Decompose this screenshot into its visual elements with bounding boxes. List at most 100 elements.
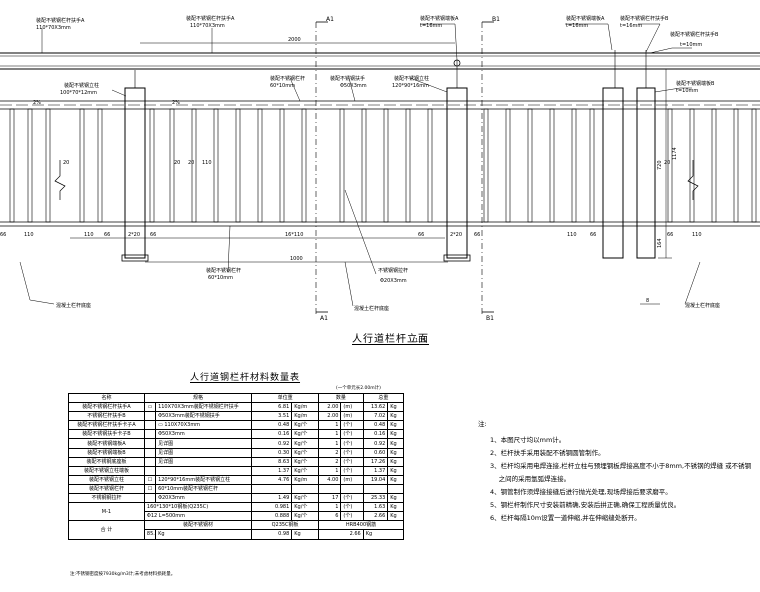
row-total-unit: Kg <box>387 438 404 449</box>
baluster <box>361 108 367 223</box>
mid-handrail <box>0 100 760 110</box>
note-item: 3、栏杆均采用电焊连接,栏杆立柱与预埋钢板焊接高度不小于8mm,不锈钢的焊缝 或… <box>490 462 752 470</box>
row-name: 装配不锈钢扶手卡子B <box>68 429 145 440</box>
callout-bottom-bar: 装配不锈钢栏杆 <box>206 267 241 274</box>
row-unit-weight: 8.63 <box>251 456 293 467</box>
row-symbol <box>143 456 157 467</box>
callout-post-plate-a-right-t2: t=16mm <box>620 23 642 29</box>
row-name: 装配不锈钢立柱 <box>68 474 145 485</box>
row-total-unit: Kg <box>387 456 404 467</box>
baluster <box>427 108 433 223</box>
dimension-lines: 2000 16*110 110 66 2*20 66 66 2*20 66 66… <box>0 37 702 305</box>
row-unit-weight: 0.16 <box>251 429 293 440</box>
callout-plate-b: 装配不锈钢端板B <box>676 80 715 87</box>
baluster <box>257 108 263 223</box>
row-quantity: 6 <box>318 511 342 522</box>
dim-spacing-right: 110 <box>567 232 577 238</box>
row-unit-weight-unit: Kg/个 <box>291 502 320 513</box>
row-spec <box>155 465 253 476</box>
dim-gap-1: 66 <box>104 232 110 238</box>
row-quantity-unit: (个) <box>340 502 364 513</box>
total-c-value: 2.66 <box>318 529 364 540</box>
note-item: 2、栏杆扶手采用装配不锈钢圆管制作。 <box>490 449 605 457</box>
dim-gap-right-1: 66 <box>590 232 596 238</box>
row-name: 装配不锈钢端板A <box>68 438 145 449</box>
callout-plate-b-t: t=10mm <box>676 88 698 94</box>
drawing-scale: 1:15 <box>415 338 427 344</box>
baluster <box>339 108 345 223</box>
callout-curb-left: 混凝土栏杆底座 <box>56 302 91 309</box>
row-name: 不锈钢钢拉杆 <box>68 493 145 504</box>
row-total: 17.26 <box>362 456 389 467</box>
row-total-unit: Kg <box>387 493 404 504</box>
slope-1: 2% <box>33 100 41 106</box>
baluster <box>667 108 673 223</box>
baluster <box>301 108 307 223</box>
row-spec: 120*90*16mm装配不锈钢立柱 <box>155 474 253 485</box>
row-total: 25.33 <box>362 493 389 504</box>
baluster <box>9 108 15 223</box>
table-row: 装配不锈钢栏杆☐60*10mm装配不锈钢栏杆 <box>68 483 404 495</box>
callout-post-plate-a-t: t=16mm <box>420 23 442 29</box>
row-symbol: ▭ <box>143 402 157 413</box>
header-quantity: 数量 <box>318 392 364 404</box>
dim-gap-left: 66 <box>0 232 6 238</box>
section-cut-lines: A1 B1 A1 B1 <box>315 16 500 322</box>
header-total: 总重 <box>362 392 405 404</box>
baluster <box>79 108 85 223</box>
row-quantity-unit: (m) <box>340 402 364 413</box>
baluster <box>733 108 739 223</box>
note-item: 4、钢管制作须焊接接缝后进行抛光处理,现场焊接后要求磨平。 <box>490 488 672 496</box>
row-quantity: 1 <box>318 465 342 476</box>
baluster <box>527 108 533 223</box>
row-spec: Φ12 L=500mm <box>143 511 253 522</box>
slope-2: 2% <box>172 100 180 106</box>
row-unit-weight-unit: Kg/个 <box>291 438 320 449</box>
note-item: 6、栏杆每隔10m设置一道伸缩,并在伸缩缝处断开。 <box>490 514 641 522</box>
row-unit-weight <box>251 483 293 495</box>
row-spec: Φ50X3mm装配不锈钢扶手 <box>155 411 253 422</box>
baluster <box>27 108 33 223</box>
row-unit-weight-unit: Kg/个 <box>291 429 320 440</box>
row-quantity-unit: (个) <box>340 438 364 449</box>
dim-span-row: 16*110 <box>285 232 303 238</box>
row-unit-weight-unit: Kg/m <box>291 402 320 413</box>
row-symbol <box>143 438 157 449</box>
row-total-unit: Kg <box>387 511 404 522</box>
callout-post-mid-size: 120*90*16mm <box>392 83 429 89</box>
post-middle <box>443 59 471 262</box>
row-quantity: 1 <box>318 438 342 449</box>
callout-post-plate-a: 装配不锈钢端板A <box>420 15 459 22</box>
dim-double-2: 2*20 <box>450 232 462 238</box>
drawing-title: 人行道栏杆立面 <box>352 334 429 345</box>
row-symbol <box>143 420 157 431</box>
row-unit-weight-unit <box>291 483 320 495</box>
callout-top-tube-left: 装配不锈钢栏杆扶手A <box>36 17 85 24</box>
row-total: 0.92 <box>362 438 389 449</box>
row-unit-weight: 0.48 <box>251 420 293 431</box>
row-quantity-unit: (个) <box>340 447 364 458</box>
dim-gap-2: 66 <box>150 232 156 238</box>
note-item: 1、本图尺寸均以mm计。 <box>490 436 566 444</box>
break-lines <box>54 160 699 200</box>
baluster <box>191 108 197 223</box>
notes-title: 注: <box>478 420 487 428</box>
baluster <box>549 108 555 223</box>
dim-span-top: 2000 <box>288 37 301 43</box>
top-handrail <box>0 52 760 70</box>
row-unit-weight: 0.981 <box>251 502 293 513</box>
row-total: 13.62 <box>362 402 389 413</box>
row-name: 装配不锈钢栏杆扶手A <box>68 402 145 413</box>
baluster <box>711 108 717 223</box>
row-total-unit <box>387 483 404 495</box>
baluster <box>97 108 103 223</box>
baluster <box>483 108 489 223</box>
callout-handrail-b-right: 装配不锈钢栏杆扶手B <box>620 15 669 22</box>
row-quantity-unit: (个) <box>340 511 364 522</box>
